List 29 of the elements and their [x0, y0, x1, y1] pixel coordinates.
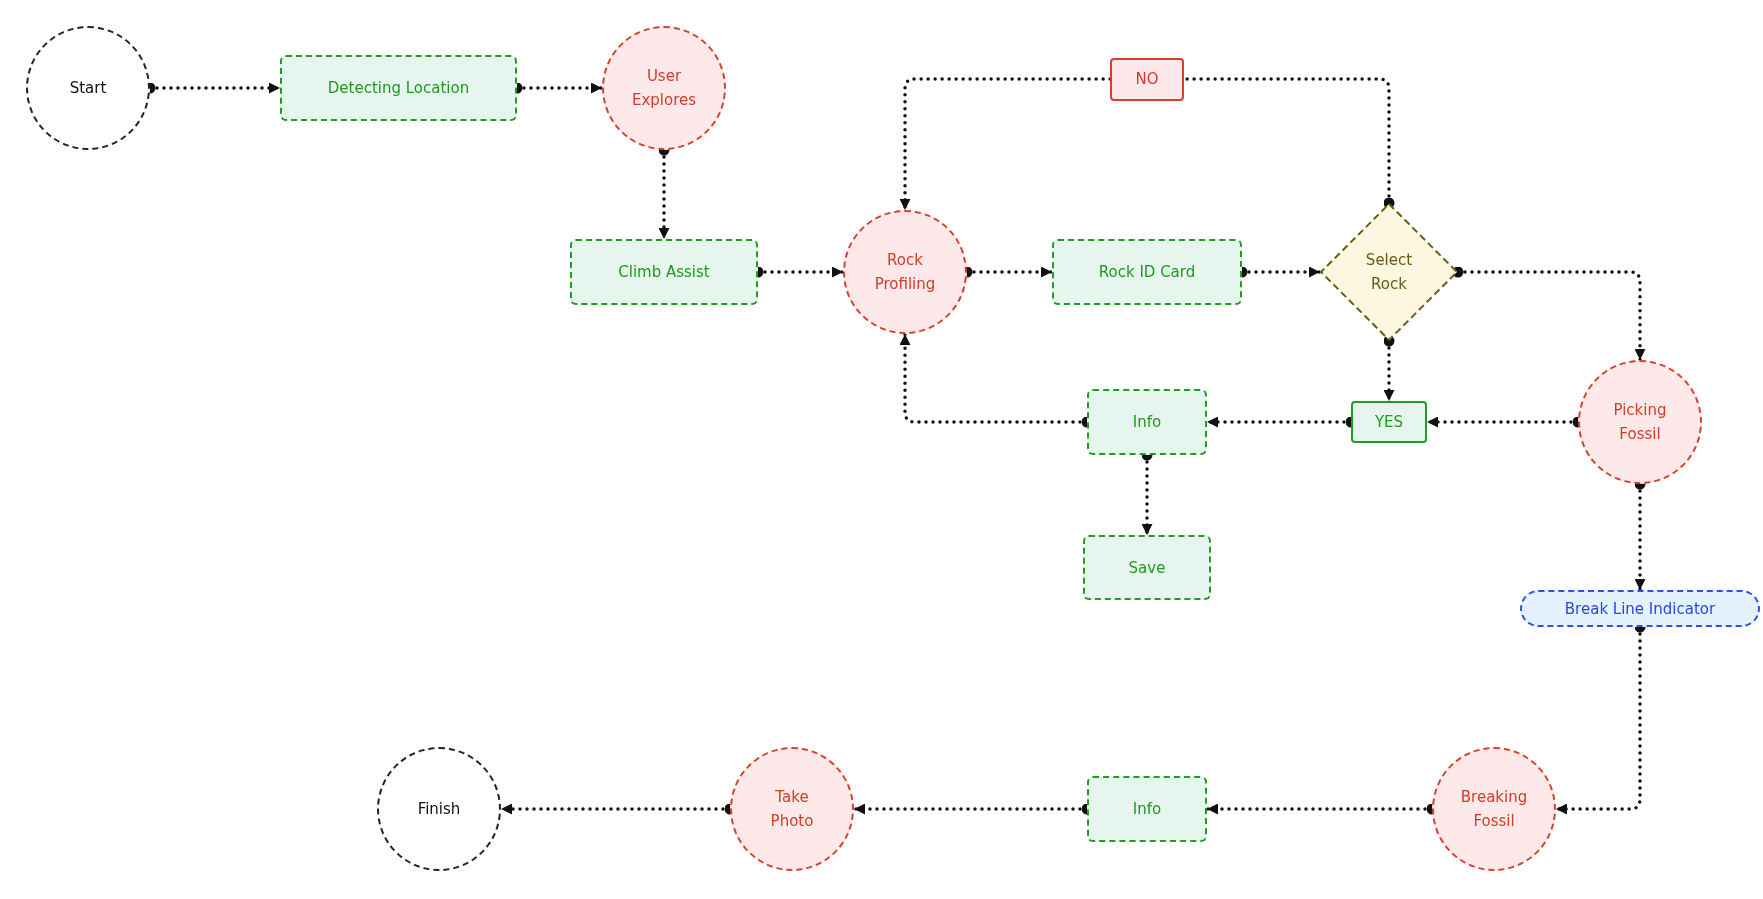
node-label: Rock ID Card	[1098, 262, 1196, 283]
arrow	[1383, 335, 1395, 403]
process-box	[1052, 239, 1242, 305]
node-label: Break Line Indicator	[1564, 598, 1716, 620]
outcome-box	[1351, 401, 1427, 443]
node-label: Take Photo	[770, 787, 814, 832]
node-label: User Explores	[631, 66, 697, 111]
arrow	[1452, 266, 1646, 362]
node-label: Detecting Location	[327, 78, 470, 99]
process-box	[1083, 535, 1211, 600]
indicator-pill	[1520, 590, 1760, 627]
process-box	[570, 239, 758, 305]
node-label: Select Rock	[1365, 250, 1413, 295]
node-label: Breaking Fossil	[1460, 787, 1528, 832]
process-box	[280, 55, 517, 121]
node-label: Info	[1132, 412, 1162, 433]
node-label: Climb Assist	[618, 262, 710, 283]
node-label: YES	[1374, 412, 1404, 433]
node-label: Info	[1132, 799, 1162, 820]
edge-label: NO	[1110, 57, 1184, 101]
decision-diamond	[1320, 203, 1458, 341]
process-box	[1087, 389, 1207, 455]
node-label: Save	[1128, 557, 1166, 579]
node-label: Finish	[417, 799, 461, 820]
arrow	[899, 77, 1395, 212]
node-label: Start	[69, 78, 107, 99]
process-box	[1087, 776, 1207, 842]
node-label: Picking Fossil	[1613, 400, 1667, 445]
node-label: Rock Profiling	[874, 250, 936, 295]
